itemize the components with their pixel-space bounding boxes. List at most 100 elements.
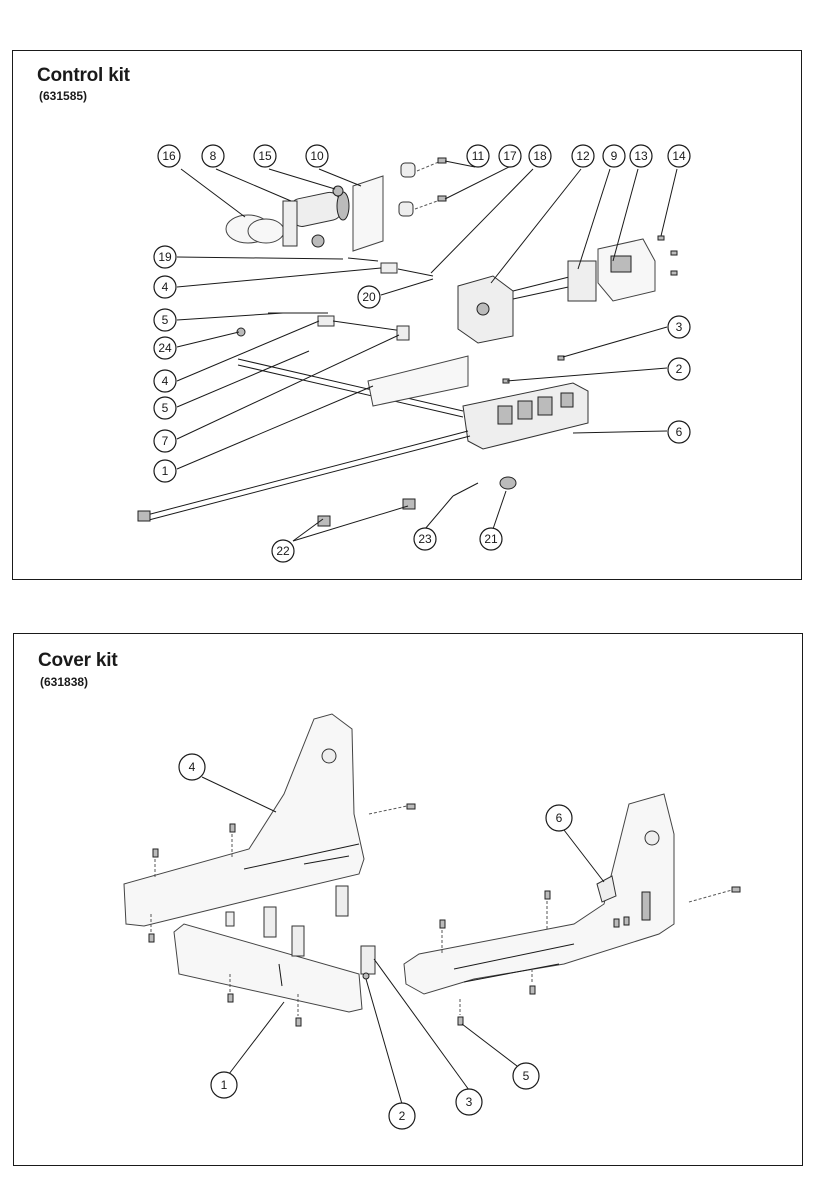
callout-12: 12 <box>571 144 595 168</box>
callout-cover-6: 6 <box>545 804 573 832</box>
svg-text:19: 19 <box>158 250 172 264</box>
callout-cover-4: 4 <box>178 753 206 781</box>
svg-text:2: 2 <box>676 362 683 376</box>
screw-part <box>439 919 446 929</box>
callout-9: 9 <box>602 144 626 168</box>
switch-part <box>567 260 597 302</box>
cover-hole <box>644 830 660 846</box>
svg-text:5: 5 <box>162 313 169 327</box>
screw-part <box>437 195 447 202</box>
callout-3: 3 <box>667 315 691 339</box>
small-cover-part <box>596 875 617 903</box>
screw-part <box>544 890 551 900</box>
callout-1: 1 <box>153 459 177 483</box>
screw-part <box>670 270 678 276</box>
callout-19: 19 <box>153 245 177 269</box>
bracket-part <box>335 885 349 917</box>
svg-text:5: 5 <box>523 1069 530 1083</box>
link-part <box>317 315 335 327</box>
cable-plug-part <box>402 498 416 510</box>
callout-16: 16 <box>157 144 181 168</box>
svg-text:8: 8 <box>210 149 217 163</box>
slot-part <box>613 918 620 928</box>
svg-text:4: 4 <box>162 280 169 294</box>
callout-10: 10 <box>305 144 329 168</box>
left-side-cover-part <box>123 713 365 927</box>
svg-text:16: 16 <box>162 149 176 163</box>
control-kit-parts <box>137 157 678 527</box>
svg-text:10: 10 <box>310 149 324 163</box>
control-box-knob-part <box>476 302 490 316</box>
callout-cover-3: 3 <box>455 1088 483 1116</box>
callout-5: 5 <box>153 308 177 332</box>
callout-6: 6 <box>667 420 691 444</box>
control-kit-code: (631585) <box>39 89 88 103</box>
motor-bracket-part <box>282 200 298 247</box>
svg-text:2: 2 <box>399 1109 406 1123</box>
screw-part <box>227 993 234 1003</box>
bracket-part <box>263 906 277 938</box>
svg-text:21: 21 <box>484 532 498 546</box>
control-kit-diagram: 16 8 15 10 11 1 7 18 12 9 13 14 19 4 20 5… <box>137 144 691 563</box>
svg-text:4: 4 <box>189 760 196 774</box>
cover-kit-parts <box>123 713 741 1027</box>
svg-text:1: 1 <box>162 464 169 478</box>
cover-kit-title: Cover kit <box>38 650 118 671</box>
slot-part <box>641 891 651 921</box>
control-kit-panel: Control kit (631585) <box>12 50 802 580</box>
callout-23: 23 <box>413 527 437 551</box>
svg-text:7: 7 <box>162 434 169 448</box>
gear-part <box>311 234 325 248</box>
svg-text:4: 4 <box>162 374 169 388</box>
svg-text:6: 6 <box>676 425 683 439</box>
callout-18: 18 <box>528 144 552 168</box>
svg-text:23: 23 <box>418 532 432 546</box>
svg-text:14: 14 <box>672 149 686 163</box>
svg-text:13: 13 <box>634 149 648 163</box>
svg-text:11: 11 <box>472 149 485 163</box>
bracket-part <box>291 925 305 957</box>
svg-text:20: 20 <box>362 290 376 304</box>
callout-13: 13 <box>629 144 653 168</box>
svg-text:6: 6 <box>556 811 563 825</box>
knob-part <box>499 476 517 490</box>
svg-text:5: 5 <box>162 401 169 415</box>
cable-plug-part <box>137 510 151 522</box>
slot-part <box>623 916 630 926</box>
callout-20: 20 <box>357 285 381 309</box>
callout-24: 24 <box>153 336 177 360</box>
nut-part <box>362 972 370 980</box>
svg-text:15: 15 <box>258 149 272 163</box>
control-kit-leaders <box>176 160 678 542</box>
panel-switch-part <box>560 392 574 408</box>
callout-cover-1: 1 <box>210 1071 238 1099</box>
cable-plug-part <box>317 515 331 527</box>
svg-text:3: 3 <box>466 1095 473 1109</box>
screw-part <box>229 823 236 833</box>
bushing-part <box>398 201 414 217</box>
screw-part <box>670 250 678 256</box>
callout-21: 21 <box>479 527 503 551</box>
bracket-part <box>360 945 376 975</box>
cover-kit-leaders <box>201 776 605 1105</box>
clamp-part <box>247 218 285 244</box>
panel-switch-part <box>517 400 533 420</box>
callout-4: 4 <box>153 275 177 299</box>
callout-cover-2: 2 <box>388 1102 416 1130</box>
cover-kit-diagram: 4 6 1 2 3 5 <box>123 713 741 1130</box>
screw-part <box>657 235 665 241</box>
screw-part <box>529 985 536 995</box>
clip-part <box>225 911 235 927</box>
cover-kit-code: (631838) <box>40 675 89 689</box>
screw-part <box>295 1017 302 1027</box>
screw-part <box>406 803 416 810</box>
svg-text:3: 3 <box>676 320 683 334</box>
svg-text:24: 24 <box>158 341 172 355</box>
svg-text:22: 22 <box>276 544 290 558</box>
switch-block-part <box>610 255 632 273</box>
callout-cover-5: 5 <box>512 1062 540 1090</box>
svg-text:18: 18 <box>533 149 547 163</box>
callout-2: 2 <box>667 357 691 381</box>
svg-text:1: 1 <box>221 1078 228 1092</box>
svg-text:12: 12 <box>576 149 590 163</box>
